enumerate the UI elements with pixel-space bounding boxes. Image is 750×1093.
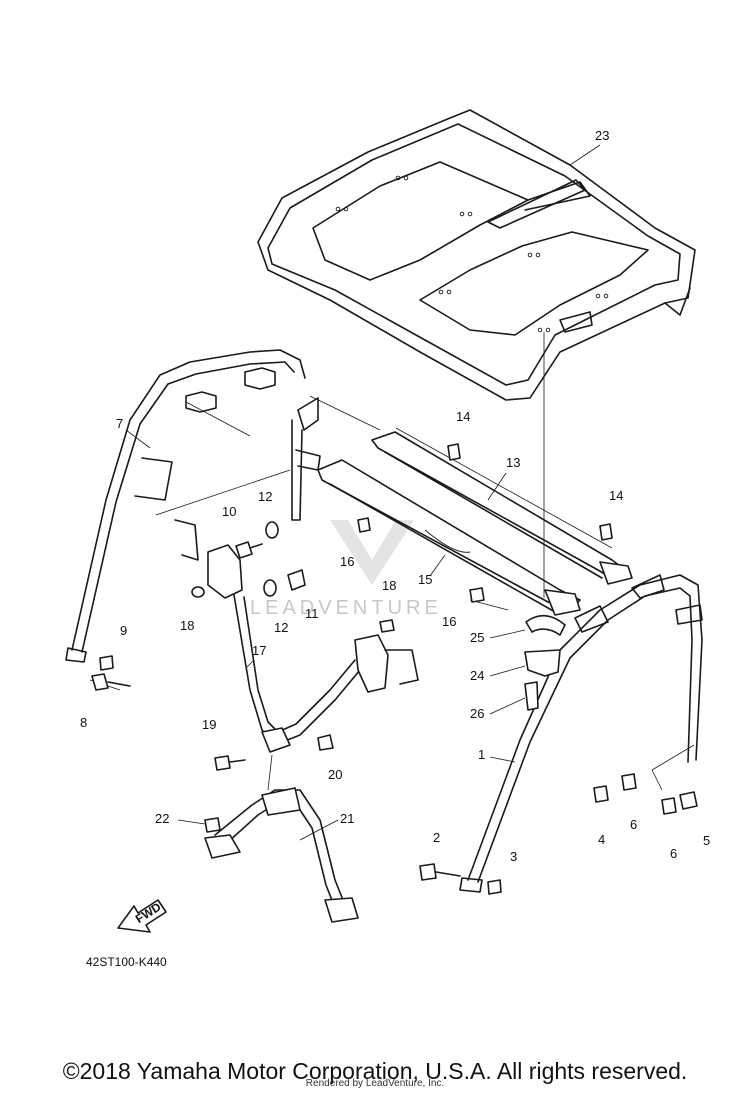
callout-17: 17	[252, 643, 266, 658]
callout-22: 22	[155, 811, 169, 826]
callout-26: 26	[470, 706, 484, 721]
rendered-by-note: Rendered by LeadVenture, Inc.	[305, 1078, 445, 1089]
callout-6b: 6	[670, 846, 677, 861]
brace-part-21	[204, 754, 359, 923]
callout-18a: 18	[382, 578, 396, 593]
callout-14b: 14	[609, 488, 623, 503]
callout-21: 21	[340, 811, 354, 826]
callout-8: 8	[80, 715, 87, 730]
callout-6a: 6	[630, 817, 637, 832]
callout-25: 25	[470, 630, 484, 645]
leadventure-watermark: LEADVENTURE	[250, 520, 442, 619]
callout-12a: 12	[258, 489, 272, 504]
fwd-arrow-icon: FWD	[117, 899, 167, 933]
callout-5: 5	[703, 833, 710, 848]
callout-18b: 18	[180, 618, 194, 633]
callout-11: 11	[305, 606, 319, 621]
rear-frame-part-7	[65, 349, 381, 691]
callout-10: 10	[222, 504, 236, 519]
cross-beam-part-13	[371, 431, 633, 585]
callout-7: 7	[116, 416, 123, 431]
callout-20: 20	[328, 767, 342, 782]
callout-3: 3	[510, 849, 517, 864]
front-frame-part-1	[459, 574, 703, 893]
callout-9: 9	[120, 623, 127, 638]
callout-14a: 14	[456, 409, 470, 424]
callout-24: 24	[470, 668, 484, 683]
callout-2: 2	[433, 830, 440, 845]
watermark-text: LEADVENTURE	[250, 597, 442, 619]
bracket-part-17	[174, 519, 419, 753]
cross-beam-part-15	[317, 427, 613, 616]
callout-15: 15	[418, 572, 432, 587]
callout-1: 1	[478, 747, 485, 762]
callout-12b: 12	[274, 620, 288, 635]
roof-part-23	[257, 109, 696, 598]
copyright-notice: ©2018 Yamaha Motor Corporation, U.S.A. A…	[62, 1058, 688, 1084]
callout-labels: 23 7 14 13 14 12 10 16 15 18 18 11 12 16…	[80, 128, 710, 969]
callout-19: 19	[202, 717, 216, 732]
callout-4: 4	[598, 832, 605, 847]
callout-16a: 16	[340, 554, 354, 569]
diagram-code: 42ST100-K440	[86, 955, 167, 969]
hardware-parts	[91, 443, 698, 895]
callout-23: 23	[595, 128, 609, 143]
callout-13: 13	[506, 455, 520, 470]
callout-16b: 16	[442, 614, 456, 629]
